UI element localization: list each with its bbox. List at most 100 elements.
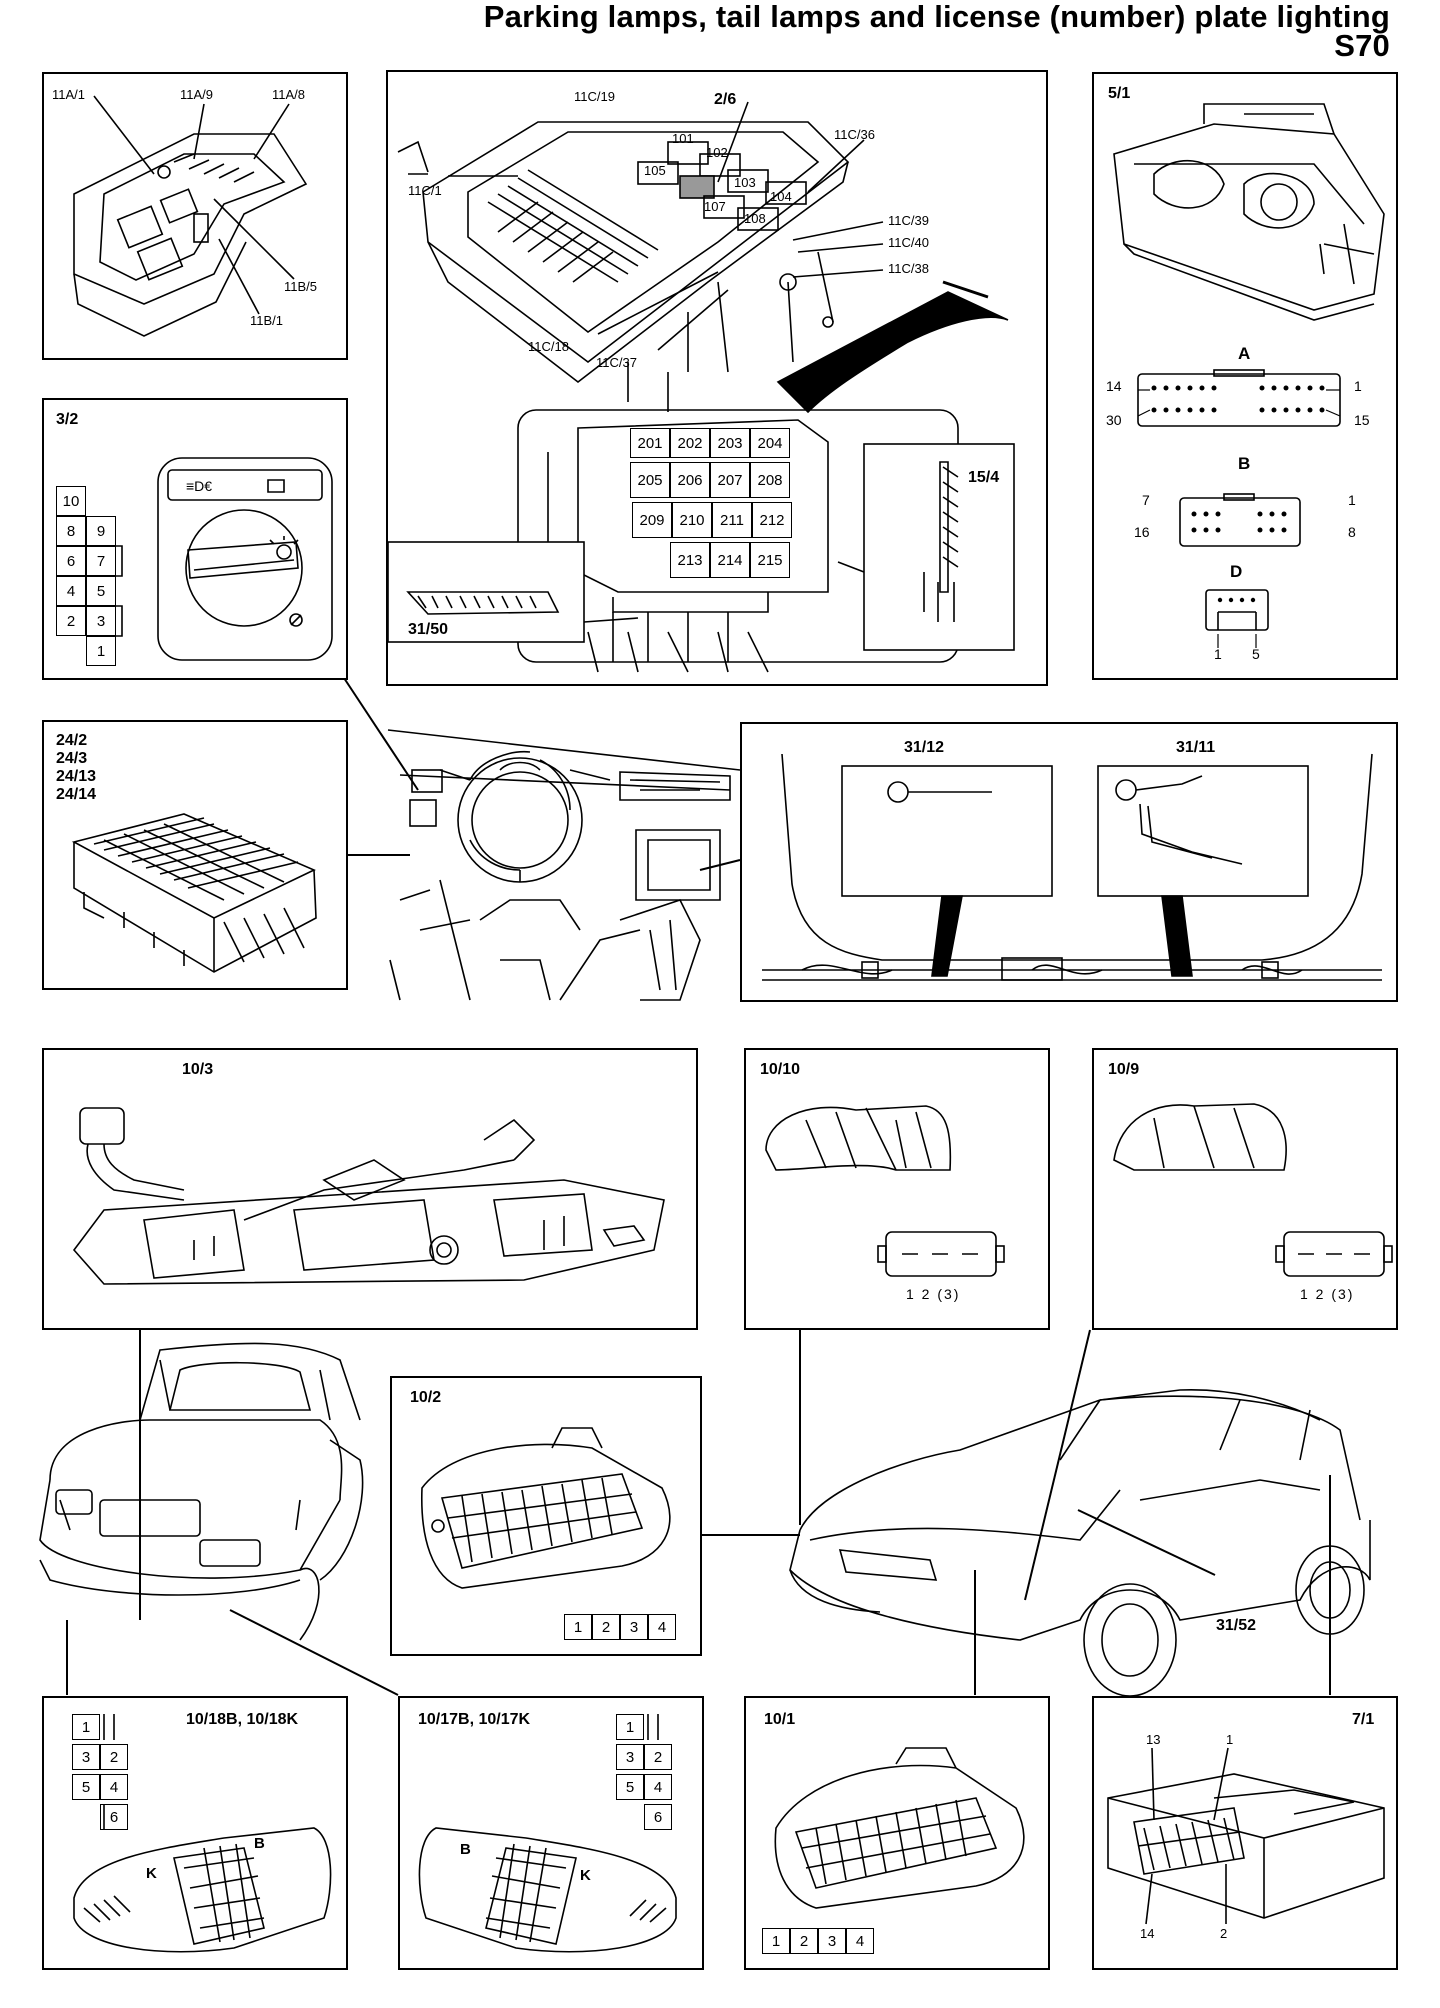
pin-d-5: 5	[1252, 646, 1260, 662]
page-title: Parking lamps, tail lamps and license (n…	[483, 0, 1390, 61]
switch-pin-3: 3	[86, 606, 116, 636]
fuse-215: 215	[750, 542, 790, 578]
panel-central-electronic-module: 11C/19 2/6 11C/36 11C/1 101 102 103 104 …	[386, 70, 1048, 686]
pin-b-1: 1	[1348, 492, 1356, 508]
label-15-4: 15/4	[968, 469, 1000, 486]
title-line: Parking lamps, tail lamps and license (n…	[483, 0, 1390, 34]
label-31-11: 31/11	[1176, 739, 1216, 756]
license-plate-lamp-drawing	[72, 1107, 665, 1285]
pin-10-18-2: 2	[100, 1744, 128, 1770]
label-10-1: 10/1	[764, 1711, 796, 1728]
panel-front-parking-lamp-10-2: 10/2 1 2 3 4	[390, 1376, 702, 1656]
label-11c-19: 11C/19	[574, 89, 615, 104]
panel-tail-lamp-10-18: 10/18B, 10/18K 1 3 2 5 4 6 K B	[42, 1696, 348, 1970]
pin-10-1-1: 1	[762, 1928, 790, 1954]
pin-b-7: 7	[1142, 492, 1150, 508]
front-lamp-drawing-10-1	[774, 1747, 1025, 1909]
control-module-drawing	[1107, 1747, 1385, 1925]
pin-10-2-4: 4	[648, 1614, 676, 1640]
label-10-9: 10/9	[1108, 1061, 1140, 1078]
label-fuse-104: 104	[770, 189, 792, 204]
fuse-208: 208	[750, 462, 790, 498]
side-marker-drawing-10-10	[765, 1105, 1005, 1277]
pin-10-18-4: 4	[100, 1774, 128, 1800]
cluster-drawing	[1113, 103, 1385, 648]
label-11a-9: 11A/9	[180, 87, 214, 102]
label-11c-37: 11C/37	[596, 355, 637, 370]
panel-side-marker-10-10: 10/10 1 2 (3)	[744, 1048, 1050, 1330]
connector-b-label: B	[1238, 454, 1251, 473]
label-k-10-17: K	[580, 1867, 591, 1884]
side-marker-drawing-10-9	[1113, 1103, 1393, 1277]
switch-pin-10: 10	[56, 486, 86, 516]
pin-a-1: 1	[1354, 378, 1362, 394]
label-11b-1: 11B/1	[250, 313, 284, 328]
front-lamp-drawing-10-2	[420, 1427, 671, 1589]
pins-10-9: 1 2 (3)	[1300, 1286, 1355, 1302]
fuse-214: 214	[710, 542, 750, 578]
label-10-3: 10/3	[182, 1061, 214, 1078]
switch-pin-1: 1	[86, 636, 116, 666]
panel-instrument-cluster: 5/1	[1092, 72, 1398, 680]
label-31-52: 31/52	[1216, 1617, 1257, 1634]
label-11c-39: 11C/39	[888, 213, 929, 228]
pin-10-1-3: 3	[818, 1928, 846, 1954]
label-b-10-17: B	[460, 1841, 471, 1858]
label-24-14: 24/14	[56, 786, 97, 803]
label-11c-38: 11C/38	[888, 261, 929, 276]
pin-10-2-2: 2	[592, 1614, 620, 1640]
panel-side-marker-10-9: 10/9 1 2 (3)	[1092, 1048, 1398, 1330]
fuse-209: 209	[632, 502, 672, 538]
label-31-50: 31/50	[408, 621, 449, 638]
label-10-2: 10/2	[410, 1389, 442, 1406]
fuse-204: 204	[750, 428, 790, 458]
label-24-13: 24/13	[56, 768, 97, 785]
label-fuse-107: 107	[704, 199, 726, 214]
label-7-1: 7/1	[1352, 1711, 1375, 1728]
switch-pin-9: 9	[86, 516, 116, 546]
label-11a-1: 11A/1	[52, 87, 86, 102]
tail-lamp-drawing-10-17	[418, 1714, 677, 1953]
pin-10-2-3: 3	[620, 1614, 648, 1640]
switch-pin-7: 7	[86, 546, 116, 576]
switch-pin-5: 5	[86, 576, 116, 606]
fuse-213: 213	[670, 542, 710, 578]
panel-front-parking-lamp-10-1: 10/1 1 2 3 4	[744, 1696, 1050, 1970]
panel-light-switch: 3/2 10 8 9 6 7 4 5 2 3 1 ≡D€	[42, 398, 348, 680]
pin-7-1-2: 2	[1220, 1926, 1228, 1941]
label-2-6: 2/6	[714, 91, 737, 108]
label-fuse-102: 102	[706, 145, 728, 160]
pin-10-17-6: 6	[644, 1804, 672, 1830]
pin-10-18-3: 3	[72, 1744, 100, 1770]
switch-pin-8: 8	[56, 516, 86, 546]
panel-fuse-box-24: 24/2 24/3 24/13 24/14	[42, 720, 348, 990]
pin-a-30: 30	[1106, 412, 1122, 428]
label-3-2: 3/2	[56, 411, 79, 428]
pin-10-17-5: 5	[616, 1774, 644, 1800]
panel-ground-points: 31/12 31/11	[740, 722, 1398, 1002]
pins-10-10: 1 2 (3)	[906, 1286, 961, 1302]
label-31-12: 31/12	[904, 739, 945, 756]
fuse-203: 203	[710, 428, 750, 458]
module-drawing	[388, 101, 1015, 673]
ground-points-drawing	[762, 753, 1382, 981]
pin-10-17-3: 3	[616, 1744, 644, 1770]
connector-d-label: D	[1230, 562, 1243, 581]
pin-7-1-1: 1	[1226, 1732, 1234, 1747]
label-10-18: 10/18B, 10/18K	[186, 1711, 299, 1728]
label-11b-5: 11B/5	[284, 279, 318, 294]
label-fuse-105: 105	[644, 163, 666, 178]
label-fuse-103: 103	[734, 175, 756, 190]
label-24-3: 24/3	[56, 750, 88, 767]
switch-pin-4: 4	[56, 576, 86, 606]
pin-10-18-5: 5	[72, 1774, 100, 1800]
fuse-box-drawing	[71, 813, 317, 973]
pin-10-1-2: 2	[790, 1928, 818, 1954]
pin-10-18-1: 1	[72, 1714, 100, 1740]
fuse-206: 206	[670, 462, 710, 498]
pin-10-2-1: 1	[564, 1614, 592, 1640]
pin-10-17-4: 4	[644, 1774, 672, 1800]
pin-7-1-14: 14	[1140, 1926, 1155, 1941]
panel-tail-lamp-10-17: 10/17B, 10/17K 1 3 2 5 4 6 B K	[398, 1696, 704, 1970]
switch-pin-2: 2	[56, 606, 86, 636]
